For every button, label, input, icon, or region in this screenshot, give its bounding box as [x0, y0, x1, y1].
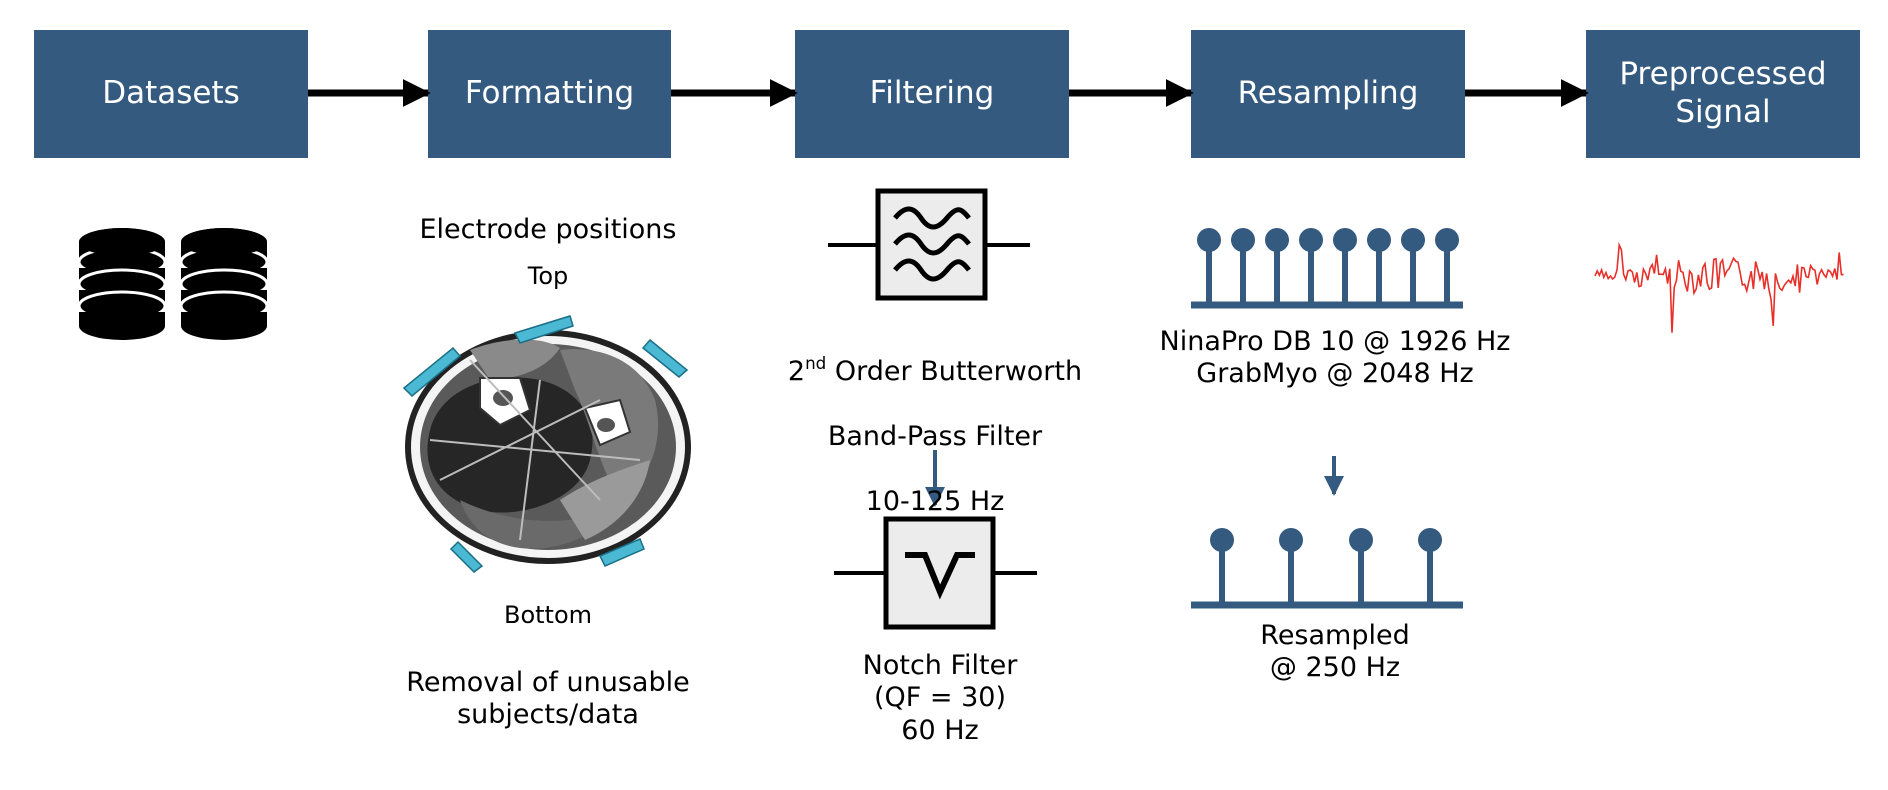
stage-datasets-label: Datasets [102, 75, 240, 112]
bandpass-line1-rest: Order Butterworth [826, 356, 1083, 388]
electrode-bottom-label: Bottom [503, 601, 593, 629]
stage-formatting: Formatting [428, 30, 671, 158]
electrode-markers [402, 315, 689, 573]
stage-resampling-label: Resampling [1237, 75, 1419, 112]
sample-point [1279, 528, 1303, 552]
stage-filtering: Filtering [795, 30, 1069, 158]
sample-point [1418, 528, 1442, 552]
bandpass-line3: 10-125 Hz [865, 485, 1005, 517]
stage-preprocessed-signal: Preprocessed Signal [1586, 30, 1860, 158]
stage-resampling: Resampling [1191, 30, 1465, 158]
sample-point [1333, 228, 1357, 252]
removal-text: Removal of unusable subjects/data [406, 667, 690, 731]
bandpass-order: 2 [787, 356, 806, 388]
stage-filtering-label: Filtering [869, 75, 995, 112]
emg-signal-waveform [1594, 241, 1844, 333]
electrode-positions-title: Electrode positions [419, 214, 677, 245]
sample-point [1210, 528, 1234, 552]
notch-description: Notch Filter (QF = 30) 60 Hz [862, 650, 1018, 746]
source-sample-rates: NinaPro DB 10 @ 1926 Hz GrabMyo @ 2048 H… [1159, 326, 1511, 390]
sample-point [1349, 528, 1373, 552]
bandpass-description: 2nd Order Butterworth Band-Pass Filter 1… [760, 324, 1110, 518]
forearm-cross-section-image [405, 330, 691, 564]
sample-point [1435, 228, 1459, 252]
resampled-description: Resampled @ 250 Hz [1260, 620, 1410, 684]
database-icon [179, 228, 269, 340]
sample-point [1265, 228, 1289, 252]
bandpass-line2: Band-Pass Filter [827, 421, 1043, 453]
bandpass-order-suffix: nd [805, 353, 827, 374]
band-pass-filter-icon [828, 188, 1030, 301]
sample-stem-icon [1191, 528, 1463, 609]
sample-point [1197, 228, 1221, 252]
electrode-top-label: Top [527, 262, 569, 290]
sample-point [1367, 228, 1391, 252]
stage-datasets: Datasets [34, 30, 308, 158]
sample-point [1231, 228, 1255, 252]
sample-stem-icon [1191, 228, 1463, 309]
notch-filter-icon [834, 516, 1037, 630]
stage-formatting-label: Formatting [464, 75, 635, 112]
stage-preprocessed-signal-label: Preprocessed Signal [1619, 56, 1827, 130]
sample-point [1299, 228, 1323, 252]
sample-point [1401, 228, 1425, 252]
database-icon [77, 228, 167, 340]
